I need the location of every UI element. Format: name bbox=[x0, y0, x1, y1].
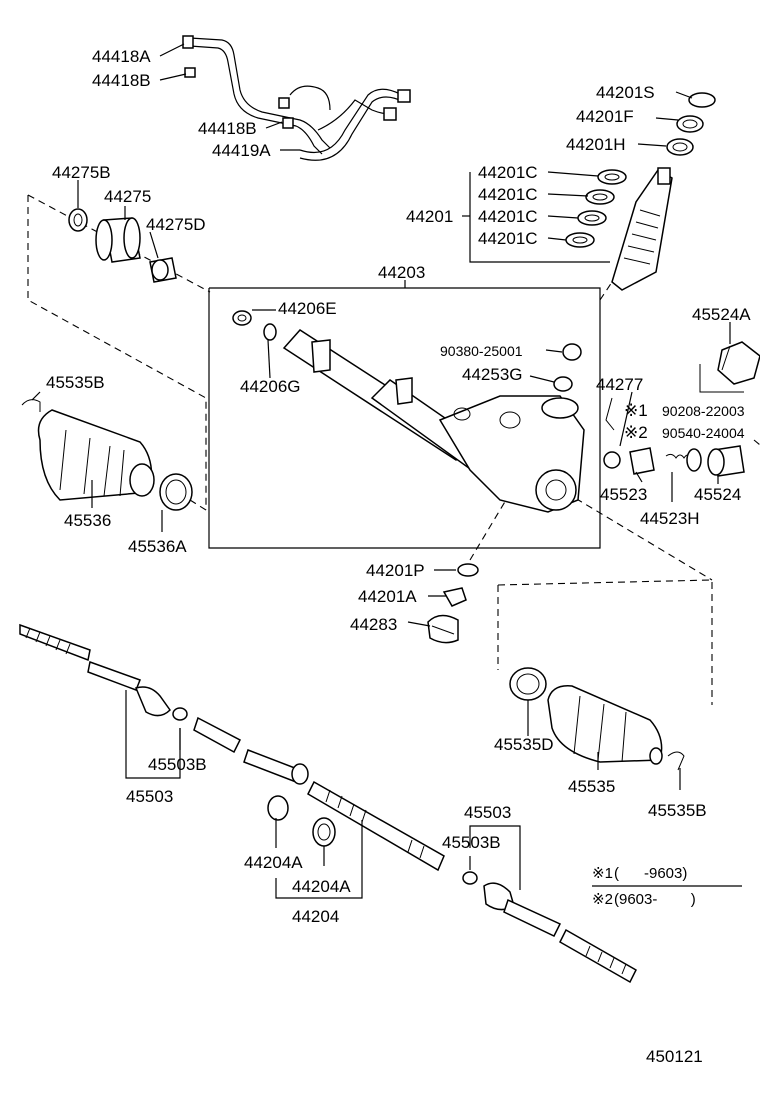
center-small-parts bbox=[427, 563, 479, 644]
label-44201C-2: 44201C bbox=[478, 185, 538, 204]
footnote-mark-2: ※2 bbox=[592, 891, 613, 908]
label-44204A-1: 44204A bbox=[244, 853, 303, 872]
label-44201A: 44201A bbox=[358, 587, 417, 606]
label-45535D: 45535D bbox=[494, 735, 554, 754]
label-44201C-1: 44201C bbox=[478, 163, 538, 182]
label-45524A: 45524A bbox=[692, 305, 751, 324]
steering-rack-and-tie-rods bbox=[19, 623, 637, 984]
label-44253G: 44253G bbox=[462, 365, 523, 384]
label-44204A-2: 44204A bbox=[292, 877, 351, 896]
label-44201F: 44201F bbox=[576, 107, 634, 126]
label-44201P: 44201P bbox=[366, 561, 425, 580]
footnote-mark-1: ※1 bbox=[592, 865, 613, 882]
label-90540-24004: 90540-24004 bbox=[662, 425, 745, 441]
gear-housing-group bbox=[208, 280, 601, 549]
label-44283: 44283 bbox=[350, 615, 397, 634]
label-45503-right: 45503 bbox=[464, 803, 511, 822]
label-44275D: 44275D bbox=[146, 215, 206, 234]
label-44275B: 44275B bbox=[52, 163, 111, 182]
label-44419A: 44419A bbox=[212, 141, 271, 160]
rack-guide-adjuster bbox=[603, 341, 760, 477]
left-rack-boot bbox=[21, 399, 193, 511]
label-45535B-left: 45535B bbox=[46, 373, 105, 392]
diagram-id: 450121 bbox=[646, 1047, 703, 1066]
label-45503B-left: 45503B bbox=[148, 755, 207, 774]
leader-lines bbox=[31, 43, 731, 899]
label-44523H: 44523H bbox=[640, 509, 700, 528]
label-44275: 44275 bbox=[104, 187, 151, 206]
pinion-valve-shaft bbox=[611, 167, 673, 291]
label-44204: 44204 bbox=[292, 907, 339, 926]
label-45524: 45524 bbox=[694, 485, 741, 504]
label-44201C-3: 44201C bbox=[478, 207, 538, 226]
footnote-range-1: ( -9603) bbox=[614, 865, 687, 882]
label-44277: 44277 bbox=[596, 375, 643, 394]
footnote-range-2: (9603- ) bbox=[614, 891, 696, 908]
label-45523: 45523 bbox=[600, 485, 647, 504]
applicability-notes: ※1 ( -9603) ※2 (9603- ) bbox=[592, 865, 742, 908]
label-44206E: 44206E bbox=[278, 299, 337, 318]
rack-bushing-group bbox=[68, 208, 177, 283]
right-rack-boot bbox=[509, 667, 685, 771]
label-44201C-4: 44201C bbox=[478, 229, 538, 248]
label-45535: 45535 bbox=[568, 777, 615, 796]
label-44203: 44203 bbox=[378, 263, 425, 282]
label-45536: 45536 bbox=[64, 511, 111, 530]
label-44418B-mid: 44418B bbox=[198, 119, 257, 138]
pressure-tube-assembly bbox=[182, 35, 411, 161]
label-44201H: 44201H bbox=[566, 135, 626, 154]
note-mark-1: ※1 bbox=[624, 401, 648, 420]
label-44201S: 44201S bbox=[596, 83, 655, 102]
label-45535B-right: 45535B bbox=[648, 801, 707, 820]
note-mark-2: ※2 bbox=[624, 423, 648, 442]
label-45536A: 45536A bbox=[128, 537, 187, 556]
label-44418B-top: 44418B bbox=[92, 71, 151, 90]
label-90208-22003: 90208-22003 bbox=[662, 403, 745, 419]
label-44201: 44201 bbox=[406, 207, 453, 226]
label-44206G: 44206G bbox=[240, 377, 301, 396]
label-44418A: 44418A bbox=[92, 47, 151, 66]
part-number-labels: 44418A 44418B 44418B 44419A 44201S 44201… bbox=[46, 47, 751, 926]
label-90380-25001: 90380-25001 bbox=[440, 343, 523, 359]
label-45503B-right: 45503B bbox=[442, 833, 501, 852]
label-45503-left: 45503 bbox=[126, 787, 173, 806]
